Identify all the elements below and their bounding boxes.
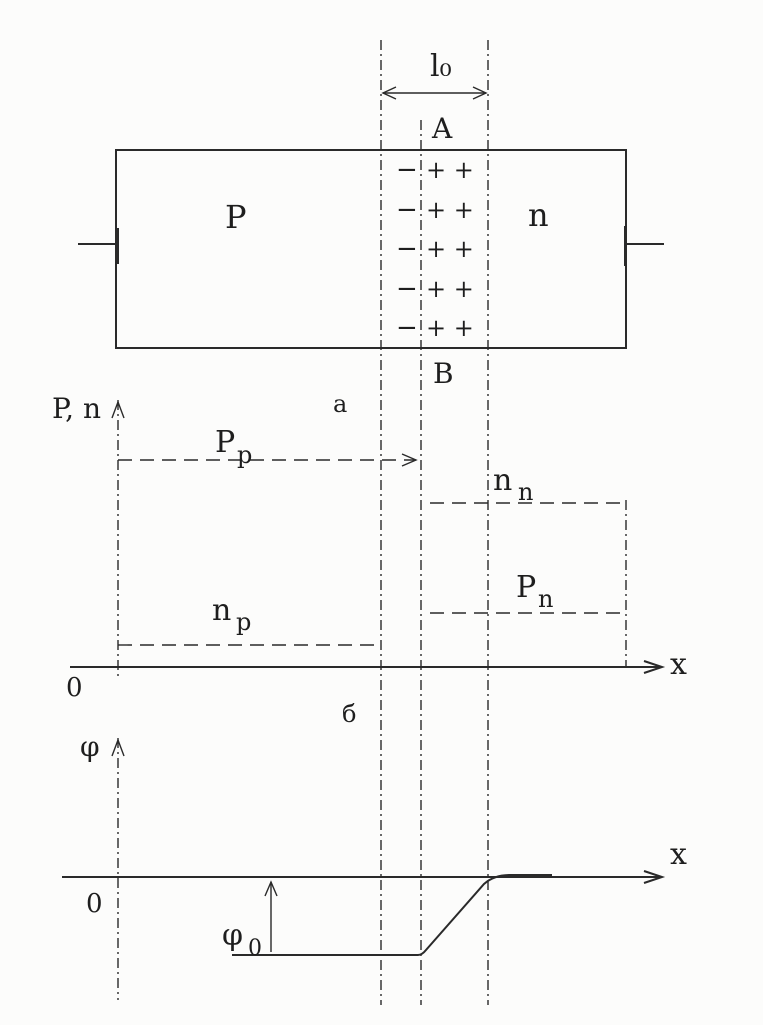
- point-a-label: A: [431, 112, 453, 145]
- nn-subscript: n: [518, 478, 533, 506]
- region-n-label: n: [528, 196, 549, 234]
- minus-sign: −: [396, 234, 418, 264]
- concentration-graph: P, n 0 x P p n n P n n p: [52, 392, 687, 703]
- minus-sign: −: [396, 313, 418, 343]
- nn-label: n: [493, 463, 512, 498]
- potential-graph: φ 0 x φ 0: [62, 730, 687, 1000]
- plus-signs: + +: [426, 275, 474, 303]
- width-label: l₀: [430, 49, 452, 84]
- x-axis-label: x: [670, 837, 687, 872]
- semiconductor-block: P n A B: [78, 112, 664, 390]
- point-b-label: B: [433, 357, 454, 390]
- plus-signs: + +: [426, 156, 474, 184]
- minus-sign: −: [396, 155, 418, 185]
- minus-sign: −: [396, 274, 418, 304]
- potential-curve: [232, 874, 552, 956]
- origin-label: 0: [86, 889, 103, 919]
- np-label: n: [212, 593, 231, 628]
- pn-subscript: n: [538, 585, 553, 613]
- panel-b-label: б: [342, 700, 356, 728]
- minus-sign: −: [396, 195, 418, 225]
- origin-label: 0: [66, 673, 83, 703]
- junction-guide-lines: [380, 40, 489, 1005]
- space-charge: − − − − − + + + + + + + + + +: [396, 155, 474, 343]
- plus-signs: + +: [426, 314, 474, 342]
- plus-signs: + +: [426, 196, 474, 224]
- pp-subscript: p: [237, 441, 252, 469]
- concentration-axis-label: P, n: [52, 392, 101, 425]
- pn-label: P: [516, 570, 536, 605]
- width-dimension: l₀: [381, 49, 488, 100]
- region-p-label: P: [225, 198, 247, 236]
- potential-axis-label: φ: [80, 730, 100, 763]
- phi0-label: φ: [222, 918, 243, 953]
- x-axis-label: x: [670, 647, 687, 682]
- panel-a-label: а: [333, 390, 347, 418]
- np-subscript: p: [236, 608, 251, 636]
- phi0-subscript: 0: [248, 936, 262, 961]
- plus-signs: + +: [426, 235, 474, 263]
- pp-label: P: [215, 425, 235, 460]
